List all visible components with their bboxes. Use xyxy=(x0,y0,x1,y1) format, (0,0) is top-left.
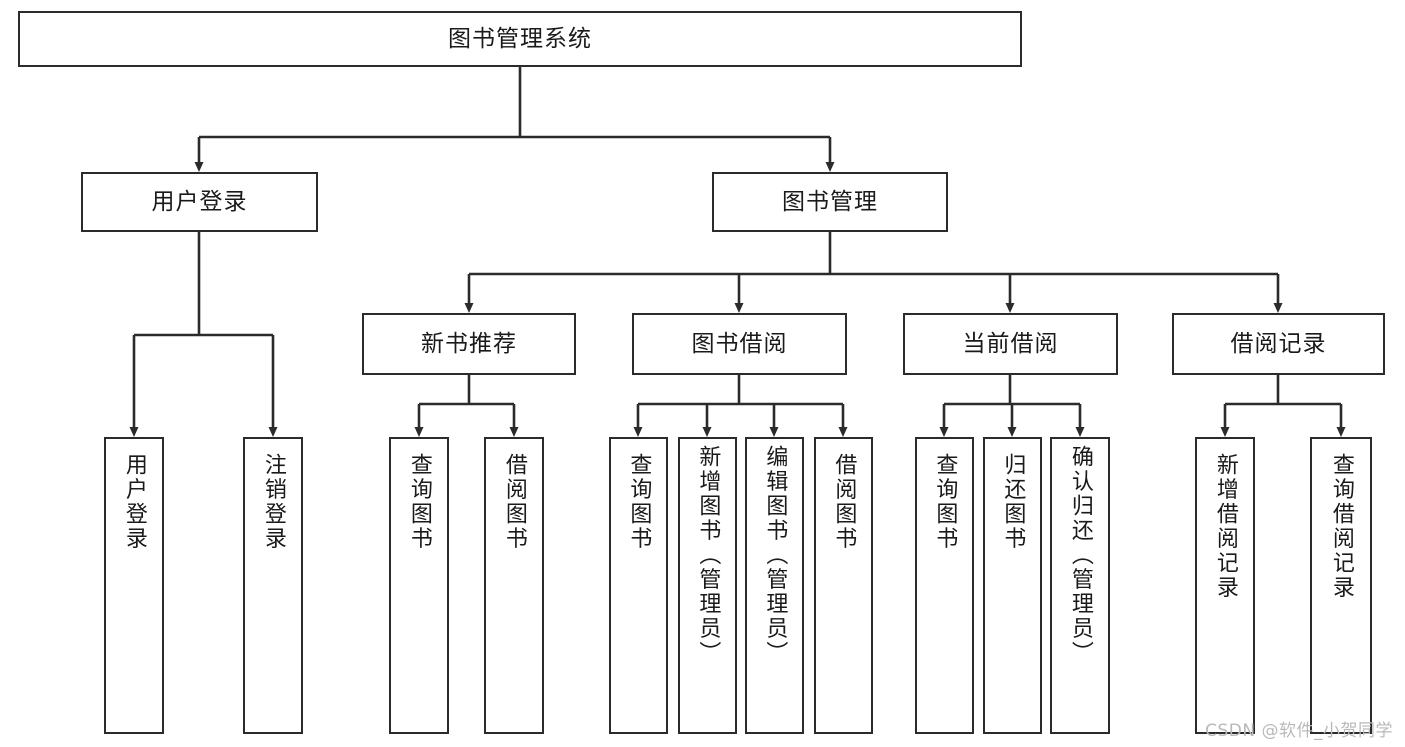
node-user-login[interactable]: 用户登录 xyxy=(81,172,318,232)
node-root[interactable]: 图书管理系统 xyxy=(18,11,1022,67)
node-leaf-query-record-label: 查询借阅记录 xyxy=(1328,453,1354,600)
node-leaf-add-book-label: 新增图书（管理员） xyxy=(695,445,721,666)
node-leaf-query-book-2-label: 查询图书 xyxy=(626,453,652,551)
node-leaf-logout-label: 注销登录 xyxy=(260,453,286,551)
node-leaf-user-login[interactable]: 用户登录 xyxy=(104,437,164,734)
node-book-management-label: 图书管理 xyxy=(782,188,878,215)
node-leaf-query-book-1[interactable]: 查询图书 xyxy=(389,437,449,734)
node-user-login-label: 用户登录 xyxy=(151,188,248,215)
node-leaf-return-book[interactable]: 归还图书 xyxy=(983,437,1042,734)
node-leaf-add-book[interactable]: 新增图书（管理员） xyxy=(678,437,737,734)
node-current-borrow-label: 当前借阅 xyxy=(962,330,1059,357)
node-leaf-add-record-label: 新增借阅记录 xyxy=(1212,453,1238,600)
node-leaf-borrow-book-2-label: 借阅图书 xyxy=(831,453,857,551)
watermark: CSDN @软件_小贺同学 xyxy=(1205,721,1393,741)
node-leaf-logout[interactable]: 注销登录 xyxy=(243,437,303,734)
node-leaf-confirm-return-label: 确认归还（管理员） xyxy=(1067,445,1093,666)
node-borrow-record-label: 借阅记录 xyxy=(1230,330,1327,357)
node-leaf-query-book-3-label: 查询图书 xyxy=(932,453,958,551)
node-leaf-add-record[interactable]: 新增借阅记录 xyxy=(1195,437,1255,734)
node-leaf-query-book-2[interactable]: 查询图书 xyxy=(609,437,668,734)
node-current-borrow[interactable]: 当前借阅 xyxy=(903,313,1118,375)
node-borrow-record[interactable]: 借阅记录 xyxy=(1172,313,1385,375)
node-leaf-query-record[interactable]: 查询借阅记录 xyxy=(1310,437,1372,734)
node-leaf-edit-book-label: 编辑图书（管理员） xyxy=(762,445,788,666)
node-leaf-return-book-label: 归还图书 xyxy=(1000,453,1026,551)
node-leaf-borrow-book-1-label: 借阅图书 xyxy=(501,453,527,551)
node-root-label: 图书管理系统 xyxy=(448,25,592,52)
node-book-management[interactable]: 图书管理 xyxy=(712,172,948,232)
node-leaf-query-book-3[interactable]: 查询图书 xyxy=(915,437,974,734)
node-book-borrow-label: 图书借阅 xyxy=(691,330,788,357)
node-leaf-borrow-book-1[interactable]: 借阅图书 xyxy=(484,437,544,734)
node-leaf-edit-book[interactable]: 编辑图书（管理员） xyxy=(745,437,804,734)
node-new-book-recommend[interactable]: 新书推荐 xyxy=(362,313,576,375)
node-leaf-confirm-return[interactable]: 确认归还（管理员） xyxy=(1050,437,1110,734)
node-leaf-borrow-book-2[interactable]: 借阅图书 xyxy=(814,437,873,734)
node-leaf-user-login-label: 用户登录 xyxy=(121,453,147,551)
node-book-borrow[interactable]: 图书借阅 xyxy=(632,313,847,375)
node-new-book-recommend-label: 新书推荐 xyxy=(421,330,517,357)
node-leaf-query-book-1-label: 查询图书 xyxy=(406,453,432,551)
